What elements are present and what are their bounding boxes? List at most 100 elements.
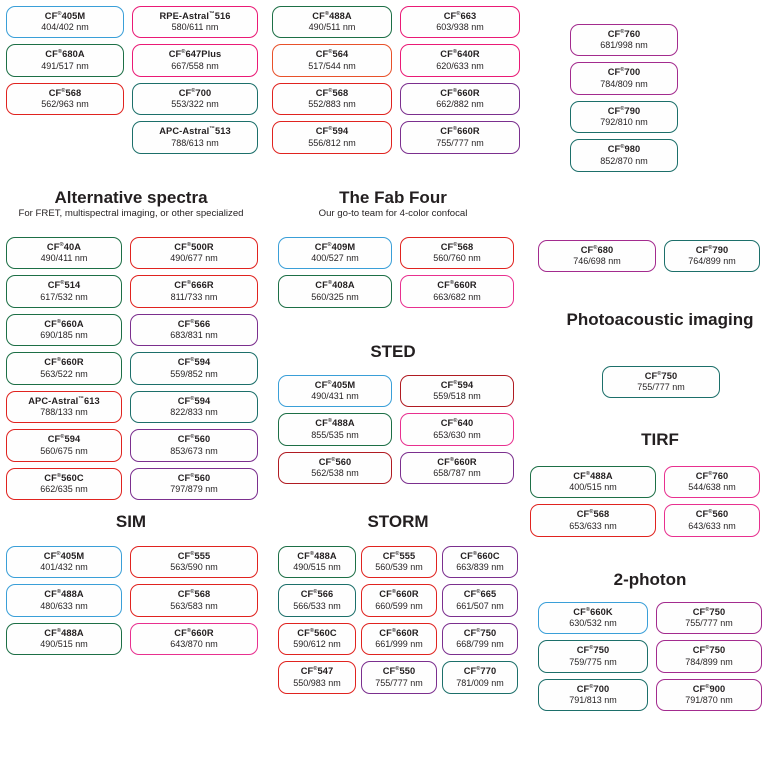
trademark-mark: ®: [449, 280, 455, 287]
trademark-mark: ®: [56, 472, 62, 479]
dye-spectra: 855/535 nm: [311, 429, 359, 440]
dye-name: CF®408A: [315, 280, 355, 291]
trademark-mark: ™: [78, 395, 84, 402]
trademark-mark: ®: [309, 627, 315, 634]
trademark-mark: ®: [327, 418, 333, 425]
trademark-mark: ®: [56, 627, 62, 634]
trademark-mark: ®: [620, 105, 625, 112]
dye-name: CF®790: [607, 105, 641, 116]
dye-name: CF®500R: [174, 241, 214, 252]
dye-name: CF®568: [315, 87, 349, 98]
dye-name: CF®594: [47, 434, 81, 445]
trademark-mark: ®: [190, 589, 195, 596]
trademark-mark: ®: [620, 67, 625, 74]
dye-name: CF®660R: [437, 456, 477, 467]
trademark-mark: ®: [391, 627, 397, 634]
dye-spectra: 556/812 nm: [308, 137, 356, 148]
trademark-mark: ®: [56, 357, 62, 364]
dye-name: CF®660R: [440, 126, 480, 137]
trademark-mark: ®: [705, 645, 710, 652]
dye-spectra: 490/677 nm: [170, 253, 218, 264]
dye-name: CF®550: [382, 666, 416, 677]
trademark-mark: ®: [327, 379, 332, 386]
trademark-mark: ®: [56, 589, 62, 596]
